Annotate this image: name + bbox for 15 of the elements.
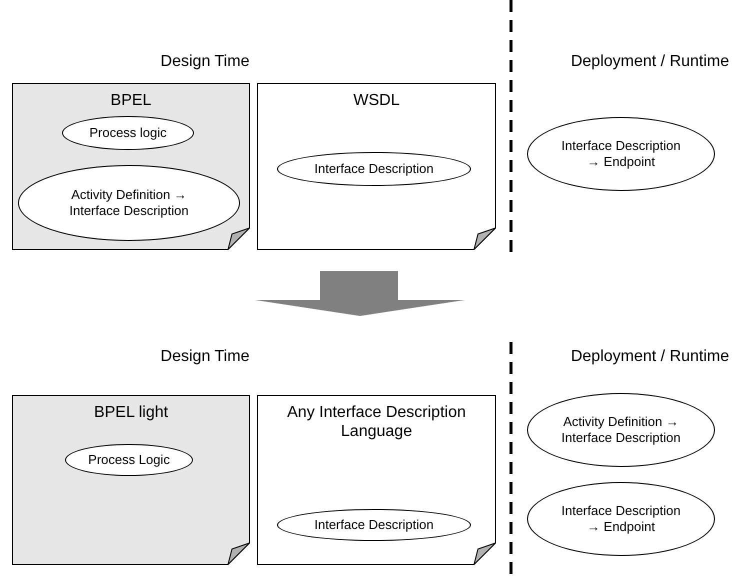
document-shape — [12, 83, 250, 250]
document-title: Any Interface Description Language — [286, 403, 467, 441]
section-heading: Design Time — [160, 53, 250, 71]
document-title: BPEL light — [92, 403, 170, 422]
document-shape — [12, 395, 250, 565]
section-heading: Deployment / Runtime — [570, 348, 730, 366]
section-heading: Design Time — [160, 348, 250, 366]
ellipse-shape: Interface Description → Endpoint — [527, 482, 715, 556]
document-title: BPEL — [110, 91, 152, 110]
ellipse-shape: Interface Description → Endpoint — [527, 117, 715, 191]
document-title: WSDL — [352, 91, 401, 110]
document-shape — [257, 83, 496, 250]
ellipse-shape: Activity Definition → Interface Description — [527, 393, 715, 467]
section-heading: Deployment / Runtime — [570, 53, 730, 71]
document-shape — [257, 395, 496, 565]
